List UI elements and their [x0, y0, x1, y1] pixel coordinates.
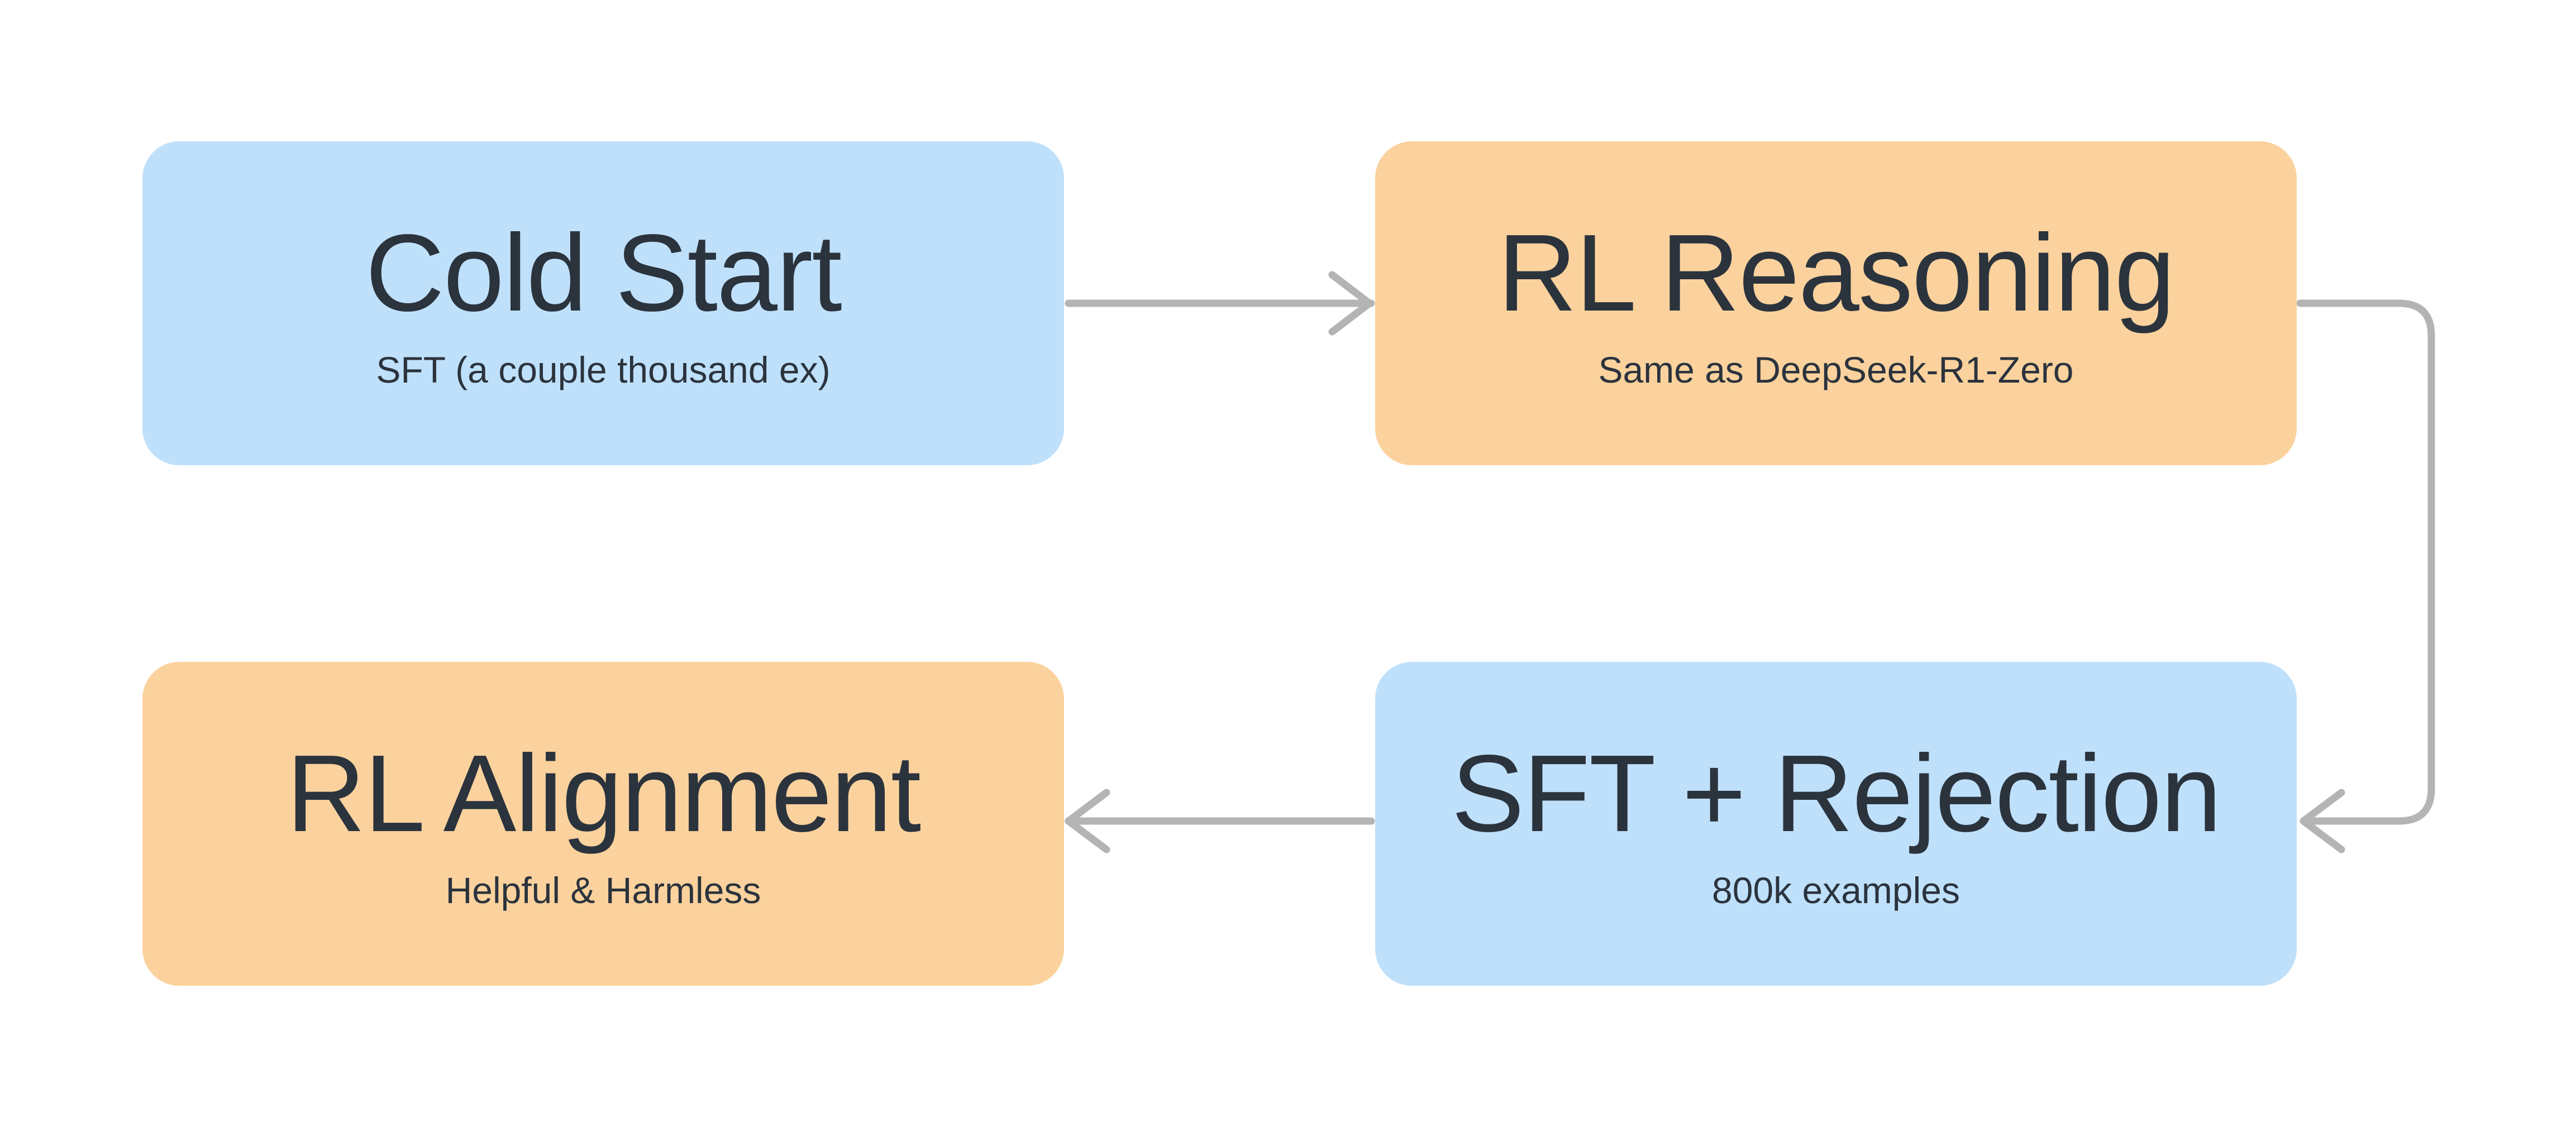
node-rl-reasoning-subtitle: Same as DeepSeek-R1-Zero — [1598, 349, 2074, 390]
node-rl-alignment-title: RL Alignment — [286, 732, 921, 855]
node-cold-start-subtitle: SFT (a couple thousand ex) — [376, 349, 831, 390]
node-rl-reasoning-title: RL Reasoning — [1497, 212, 2176, 334]
node-sft-rejection-title: SFT + Rejection — [1451, 732, 2221, 855]
node-sft-rejection-subtitle: 800k examples — [1712, 870, 1960, 911]
node-rl-reasoning[interactable]: RL Reasoning Same as DeepSeek-R1-Zero — [1375, 141, 2297, 465]
node-cold-start[interactable]: Cold Start SFT (a couple thousand ex) — [142, 141, 1064, 465]
arrow-rl-reasoning-to-sft-rejection — [2296, 299, 2435, 853]
node-sft-rejection[interactable]: SFT + Rejection 800k examples — [1375, 662, 2297, 986]
node-rl-alignment-subtitle: Helpful & Harmless — [445, 870, 761, 911]
node-cold-start-title: Cold Start — [365, 212, 842, 334]
arrow-sft-rejection-to-rl-alignment — [1065, 789, 1375, 853]
arrow-cold-start-to-rl-reasoning — [1065, 271, 1375, 336]
node-rl-alignment[interactable]: RL Alignment Helpful & Harmless — [142, 662, 1064, 986]
